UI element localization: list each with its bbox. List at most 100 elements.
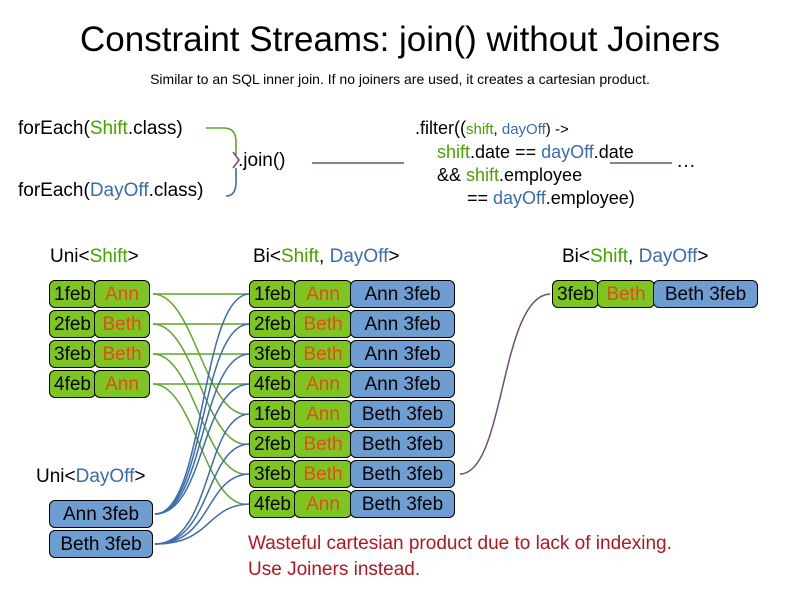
filter-line4-prefix: == (467, 188, 494, 208)
shift-type-token: Shift (89, 118, 128, 139)
bi-shift-date-cell: 3feb (249, 340, 296, 368)
filter-dayoff-param: dayOff (501, 121, 546, 138)
bi-dayoff-cell: Ann 3feb (350, 340, 455, 368)
dayoff-type-token: DayOff (89, 180, 149, 201)
filter-line3-shift: shift (466, 165, 500, 185)
for-each-shift-expression: forEach(Shift.class) (18, 118, 183, 140)
bi-stream-label: Bi<Shift, DayOff> (253, 246, 399, 268)
join-label: .join() (238, 150, 286, 171)
uni-dayoff-type: DayOff (75, 466, 135, 487)
ellipsis-label: … (676, 150, 697, 172)
bi-shift-employee-cell: Ann (294, 490, 352, 518)
filter-line2-mid: .date == (470, 142, 542, 162)
bi-shift-date-cell: 1feb (249, 280, 296, 308)
bi-result-prefix: Bi< (562, 246, 590, 267)
bi-dayoff-cell: Ann 3feb (350, 310, 455, 338)
page-title: Constraint Streams: join() without Joine… (80, 20, 720, 59)
for-each-shift-prefix: forEach( (18, 118, 90, 139)
page-subtitle: Similar to an SQL inner join. If no join… (150, 71, 650, 87)
bi-dayoff-cell: Beth 3feb (350, 430, 455, 458)
uni-dayoff-stream-label: Uni<DayOff> (36, 466, 146, 488)
uni-shift-suffix: > (127, 246, 139, 267)
uni-dayoff-row[interactable]: Ann 3feb (49, 500, 153, 528)
bi-shift-date-cell: 2feb (249, 310, 296, 338)
bi-shift-employee-cell: Ann (294, 370, 352, 398)
uni-dayoff-row[interactable]: Beth 3feb (49, 530, 153, 558)
filter-line-1: .filter((shift, dayOff) -> (415, 117, 635, 141)
filter-shift-param: shift (466, 121, 494, 138)
bi-shift-employee-cell: Beth (294, 310, 352, 338)
dayoff-cell: Beth 3feb (49, 530, 153, 558)
filter-comma: , (493, 121, 502, 138)
filter-arrow: ) -> (545, 121, 569, 138)
bi-suffix: > (388, 246, 400, 267)
dayoff-cell: Ann 3feb (49, 500, 153, 528)
filter-line3-suffix: .employee (499, 165, 583, 185)
bi-shift-date-cell: 4feb (249, 490, 296, 518)
shift-employee-cell: Ann (94, 370, 150, 398)
shift-date-cell: 4feb (49, 370, 96, 398)
bi-shift-date-cell: 1feb (249, 400, 296, 428)
bi-result-comma: , (628, 246, 639, 267)
shift-employee-cell: Beth (94, 340, 150, 368)
bi-shift-employee-cell: Beth (294, 340, 352, 368)
bi-dayoff-cell: Beth 3feb (350, 400, 455, 428)
uni-shift-prefix: Uni< (50, 246, 90, 267)
shift-employee-cell: Beth (94, 310, 150, 338)
filter-line4-dayoff: dayOff (493, 188, 546, 208)
filter-line-4: == dayOff.employee) (415, 187, 635, 210)
bi-dayoff-cell: Ann 3feb (350, 370, 455, 398)
bi-shift-date-cell: 3feb (249, 460, 296, 488)
for-each-shift-suffix: .class) (127, 118, 183, 139)
bi-shift-employee-cell: Beth (294, 460, 352, 488)
for-each-dayoff-suffix: .class) (148, 180, 204, 201)
bi-shift-employee-cell: Ann (294, 280, 352, 308)
shift-date-cell: 2feb (49, 310, 96, 338)
warning-line-2: Use Joiners instead. (248, 559, 421, 580)
bi-type-shift: Shift (281, 246, 320, 267)
result-shift-employee-cell: Beth (597, 280, 655, 308)
bi-result-type-dayoff: DayOff (638, 246, 698, 267)
bi-type-dayoff: DayOff (329, 246, 389, 267)
for-each-dayoff-prefix: forEach( (18, 180, 90, 201)
filter-prefix: .filter(( (415, 118, 466, 138)
bi-result-type-shift: Shift (590, 246, 629, 267)
shift-date-cell: 3feb (49, 340, 96, 368)
warning-message: Wasteful cartesian product due to lack o… (248, 531, 672, 583)
bi-result-stream-label: Bi<Shift, DayOff> (562, 246, 708, 268)
filter-line2-shift: shift (437, 142, 471, 162)
bi-shift-date-cell: 4feb (249, 370, 296, 398)
bi-dayoff-cell: Beth 3feb (350, 490, 455, 518)
filter-line2-suffix: .date (593, 142, 634, 162)
bi-result-suffix: > (697, 246, 709, 267)
warning-line-1: Wasteful cartesian product due to lack o… (248, 533, 672, 554)
filter-line4-suffix: .employee) (545, 188, 635, 208)
result-shift-date-cell: 3feb (552, 280, 599, 308)
filter-line3-prefix: && (437, 165, 467, 185)
shift-date-cell: 1feb (49, 280, 96, 308)
filter-line-3: && shift.employee (415, 164, 635, 187)
uni-shift-type: Shift (89, 246, 128, 267)
bi-shift-date-cell: 2feb (249, 430, 296, 458)
filter-expression: .filter((shift, dayOff) -> shift.date ==… (415, 117, 635, 210)
for-each-dayoff-expression: forEach(DayOff.class) (18, 180, 204, 202)
bi-dayoff-cell: Ann 3feb (350, 280, 455, 308)
bi-dayoff-cell: Beth 3feb (350, 460, 455, 488)
bi-shift-employee-cell: Beth (294, 430, 352, 458)
